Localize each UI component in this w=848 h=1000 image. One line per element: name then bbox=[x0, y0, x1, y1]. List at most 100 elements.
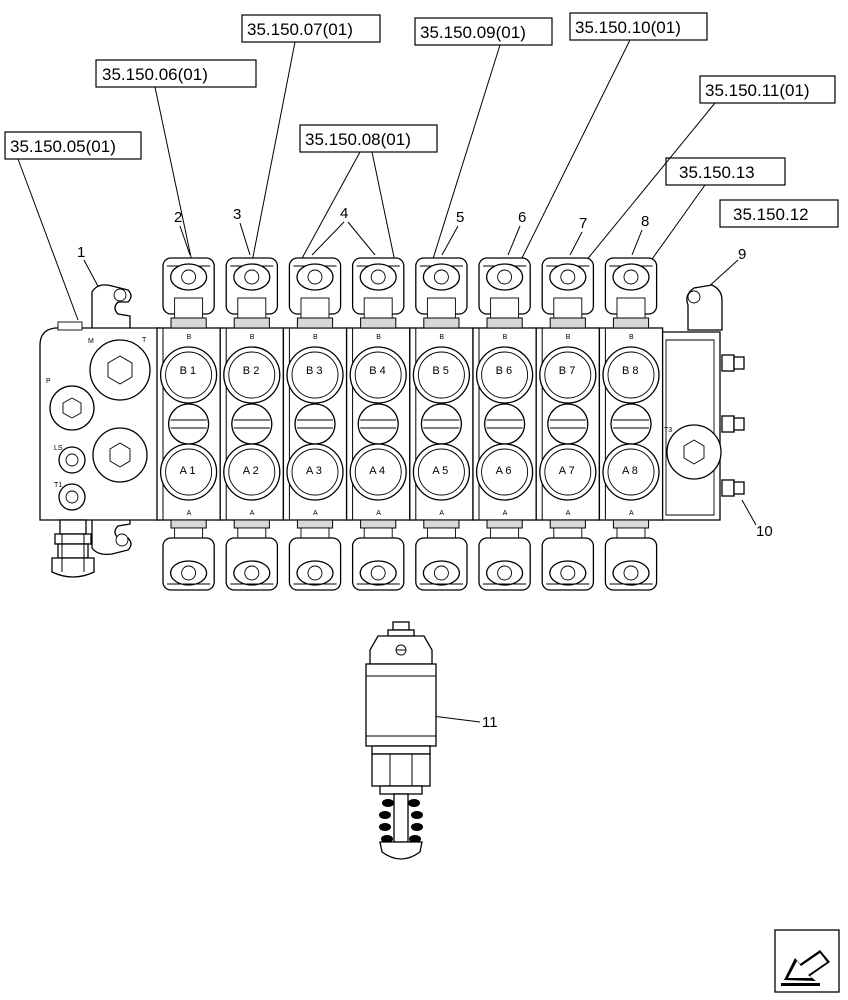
svg-text:35.150.08(01): 35.150.08(01) bbox=[305, 130, 411, 149]
ref-35-150-12[interactable]: 35.150.12 bbox=[719, 199, 839, 228]
relief-valve-cartridge bbox=[365, 621, 437, 860]
ref-35-150-10[interactable]: 35.150.10(01) bbox=[569, 12, 708, 41]
svg-text:A 6: A 6 bbox=[496, 465, 512, 477]
spool-cap-top-3 bbox=[288, 257, 342, 329]
port-a6: A 6 bbox=[475, 443, 534, 501]
section-bottom-letter: A bbox=[629, 510, 634, 517]
spool-plug-2 bbox=[231, 403, 273, 445]
svg-text:LS: LS bbox=[54, 445, 63, 452]
spool-cap-top-2 bbox=[225, 257, 279, 329]
callout-7: 7 bbox=[579, 215, 587, 232]
callout-11: 11 bbox=[482, 714, 498, 731]
svg-text:B 2: B 2 bbox=[243, 365, 260, 377]
spool-plug-6 bbox=[483, 403, 526, 445]
svg-text:A 7: A 7 bbox=[559, 465, 575, 477]
valve-section-3: B B 3 A 3 A bbox=[282, 257, 348, 591]
svg-text:35.150.05(01): 35.150.05(01) bbox=[10, 137, 116, 156]
inlet-fitting bbox=[51, 519, 95, 578]
spool-plug-5 bbox=[420, 403, 463, 445]
back-arrow-icon[interactable] bbox=[774, 929, 840, 993]
svg-text:A 8: A 8 bbox=[622, 465, 638, 477]
port-a8: A 8 bbox=[602, 443, 660, 501]
spool-cap-bottom-1 bbox=[162, 519, 215, 591]
svg-text:A 5: A 5 bbox=[432, 465, 448, 477]
svg-text:35.150.13: 35.150.13 bbox=[679, 163, 755, 182]
svg-text:P: P bbox=[46, 378, 51, 385]
spool-cap-bottom-6 bbox=[478, 519, 531, 591]
section-top-letter: B bbox=[629, 334, 634, 341]
section-bottom-letter: A bbox=[439, 510, 444, 517]
svg-text:35.150.06(01): 35.150.06(01) bbox=[102, 65, 208, 84]
svg-text:35.150.09(01): 35.150.09(01) bbox=[420, 23, 526, 42]
port-a1: A 1 bbox=[159, 443, 218, 501]
ref-35-150-07[interactable]: 35.150.07(01) bbox=[241, 14, 381, 43]
spool-plug-8 bbox=[610, 403, 652, 445]
ref-35-150-05[interactable]: 35.150.05(01) bbox=[4, 131, 142, 160]
svg-text:T1: T1 bbox=[54, 482, 62, 489]
svg-text:A 2: A 2 bbox=[243, 465, 259, 477]
section-top-letter: B bbox=[376, 334, 381, 341]
spool-cap-top-5 bbox=[415, 257, 468, 329]
section-top-letter: B bbox=[439, 334, 444, 341]
port-b3: B 3 bbox=[286, 346, 344, 404]
spool-cap-top-7 bbox=[541, 257, 595, 329]
spool-cap-bottom-2 bbox=[225, 519, 279, 591]
valve-section-5: B B 5 A 5 A bbox=[409, 257, 474, 591]
callout-4: 4 bbox=[340, 205, 348, 222]
svg-text:B 6: B 6 bbox=[496, 365, 513, 377]
port-b2: B 2 bbox=[223, 346, 281, 404]
callout-labels: 1 2 3 4 5 6 7 8 9 10 11 bbox=[77, 205, 773, 731]
spool-cap-top-8 bbox=[604, 257, 658, 329]
port-b5: B 5 bbox=[412, 346, 471, 404]
callout-2: 2 bbox=[174, 209, 182, 226]
ref-35-150-11[interactable]: 35.150.11(01) bbox=[699, 75, 836, 104]
callout-9: 9 bbox=[738, 246, 746, 263]
ref-35-150-13[interactable]: 35.150.13 bbox=[665, 157, 786, 186]
section-top-letter: B bbox=[250, 334, 255, 341]
port-a5: A 5 bbox=[412, 443, 471, 501]
ref-35-150-06[interactable]: 35.150.06(01) bbox=[95, 59, 257, 88]
section-bottom-letter: A bbox=[250, 510, 255, 517]
port-b7: B 7 bbox=[539, 346, 597, 404]
svg-text:A 1: A 1 bbox=[180, 465, 196, 477]
svg-text:T: T bbox=[142, 337, 147, 344]
port-b6: B 6 bbox=[475, 346, 534, 404]
spool-cap-top-6 bbox=[478, 257, 531, 329]
valve-section-7: BB 7A 7A bbox=[535, 257, 601, 591]
section-top-letter: B bbox=[313, 334, 318, 341]
spool-cap-top-4 bbox=[351, 257, 405, 329]
ref-35-150-08[interactable]: 35.150.08(01) bbox=[299, 124, 438, 153]
valve-block: P T M LS T1 T3 bbox=[39, 284, 745, 578]
callout-6: 6 bbox=[518, 209, 526, 226]
svg-text:35.150.11(01): 35.150.11(01) bbox=[705, 81, 810, 100]
svg-text:B 5: B 5 bbox=[432, 365, 449, 377]
tie-rod-nuts bbox=[721, 354, 745, 497]
spool-plug-4 bbox=[357, 403, 399, 445]
relief-spring bbox=[379, 793, 423, 843]
ref-leader-lines bbox=[17, 39, 716, 321]
svg-text:35.150.12: 35.150.12 bbox=[733, 205, 809, 224]
svg-text:35.150.07(01): 35.150.07(01) bbox=[247, 20, 353, 39]
port-b8: B 8 bbox=[602, 346, 660, 404]
spool-cap-top-1 bbox=[162, 257, 215, 329]
svg-text:B 8: B 8 bbox=[622, 365, 639, 377]
svg-text:B 7: B 7 bbox=[559, 365, 576, 377]
port-a4: A 4 bbox=[349, 443, 407, 501]
svg-text:T3: T3 bbox=[664, 427, 672, 434]
svg-text:B 4: B 4 bbox=[369, 365, 386, 377]
callout-1: 1 bbox=[77, 244, 85, 261]
section-bottom-letter: A bbox=[313, 510, 318, 517]
spool-plug-3 bbox=[294, 403, 336, 445]
port-a3: A 3 bbox=[286, 443, 344, 501]
callout-10: 10 bbox=[756, 523, 773, 540]
spool-cap-bottom-5 bbox=[415, 519, 468, 591]
port-a2: A 2 bbox=[223, 443, 281, 501]
port-a7: A 7 bbox=[539, 443, 597, 501]
section-top-letter: B bbox=[187, 334, 192, 341]
ref-35-150-09[interactable]: 35.150.09(01) bbox=[414, 17, 553, 46]
svg-text:35.150.10(01): 35.150.10(01) bbox=[575, 18, 681, 37]
svg-text:B 1: B 1 bbox=[180, 365, 197, 377]
callout-8: 8 bbox=[641, 213, 649, 230]
